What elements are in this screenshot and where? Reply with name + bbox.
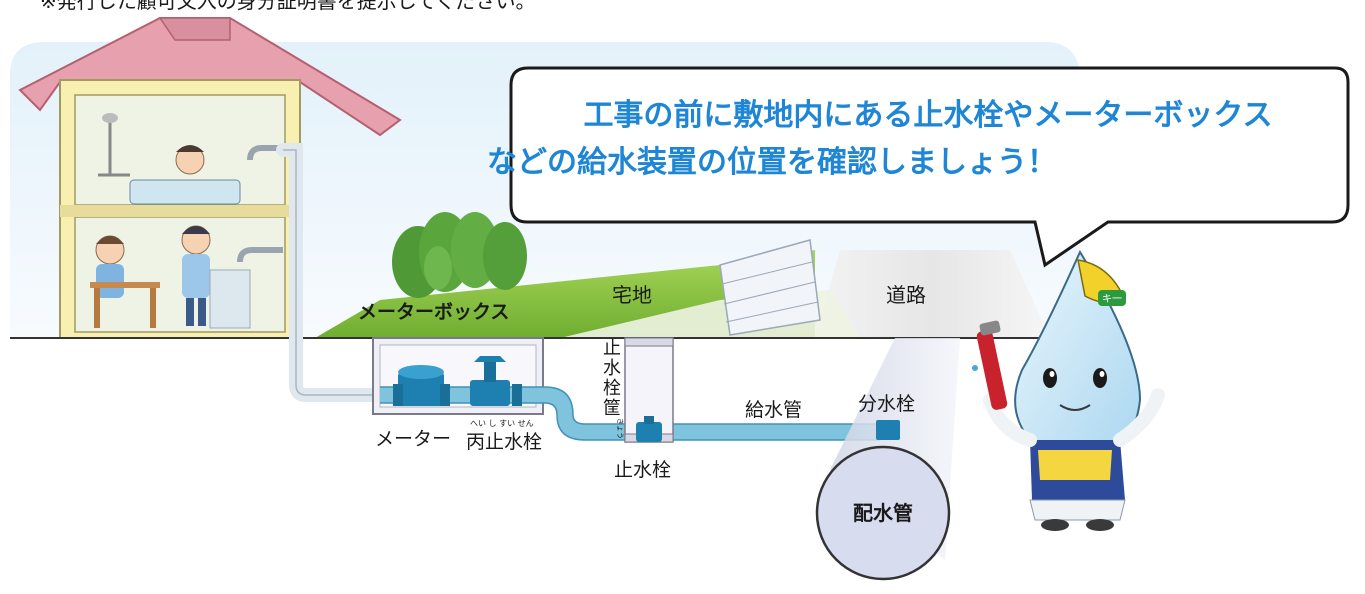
branch-valve [876,420,900,440]
label-branch-valve: 分水栓 [858,393,915,415]
distribution-main-pipe [815,445,951,581]
label-stop-valve: 止水栓 [614,459,671,481]
road-surface [815,250,1050,338]
label-meter: メーター [375,428,451,450]
water-drop-mascot: キ一 [972,249,1165,531]
mascot-helmet-text: キ一 [1102,294,1122,305]
label-stop-valve-box-ruby: きょう [616,418,624,439]
service-pipe-box [380,387,880,440]
label-hei-stop-valve-ruby: へい し すい せん [470,419,534,428]
stop-valve [636,422,662,442]
label-stop-valve-box: 止水栓筐 [603,338,621,419]
bubble-line-1: 工事の前に敷地内にある止水栓やメーターボックス [583,98,1272,133]
label-hei-stop-valve: 丙止水栓 [466,431,542,453]
label-stop-valve-box-text: 止水栓筐 [603,338,621,419]
label-service-pipe: 給水管 [745,399,802,421]
top-note-text: ※発行した顧可文入の身分証明書を提示してください。 [40,0,536,13]
speech-bubble [509,66,1350,268]
trees [392,212,527,298]
block-wall [719,239,821,336]
label-road: 道路 [886,283,926,307]
hei-stop-valve [470,356,522,406]
water-meter [393,365,450,406]
bubble-line-2: などの給水装置の位置を確認しましょう！ [487,145,1057,180]
label-meter-box: メーターボックス [358,301,509,323]
house [18,17,402,339]
label-residential-land: 宅地 [612,283,652,307]
label-distribution-main: 配水管 [853,501,913,525]
